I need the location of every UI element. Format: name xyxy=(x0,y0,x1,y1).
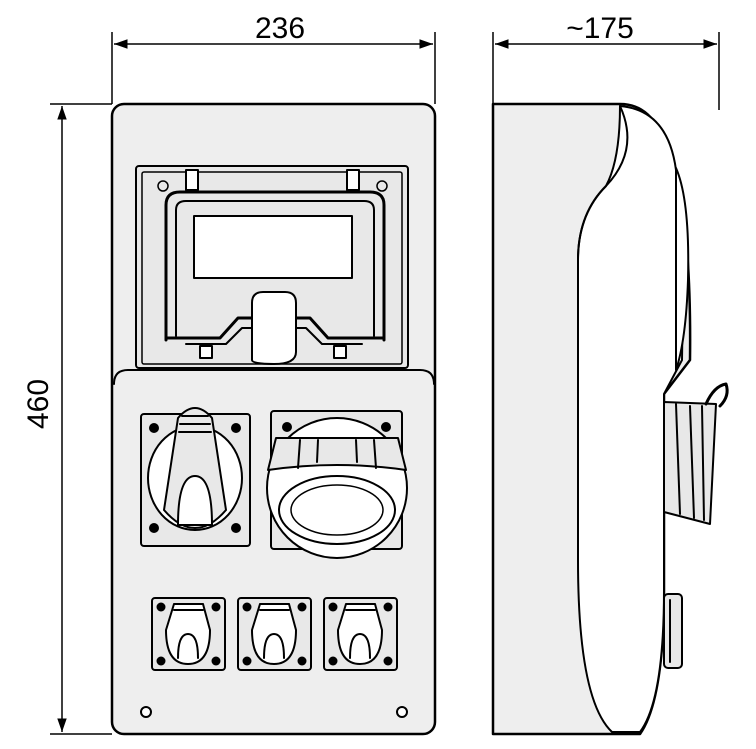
industrial-socket-right xyxy=(266,410,408,559)
height-dimension: 460 xyxy=(22,103,112,735)
height-label: 460 xyxy=(22,379,55,429)
depth-dimension: ~175 xyxy=(492,12,720,110)
industrial-socket-left xyxy=(140,407,251,547)
slot-left xyxy=(199,345,213,359)
socket-right-face-inner xyxy=(290,484,384,536)
side-socket-ribs xyxy=(675,403,705,521)
screw-top-right xyxy=(376,180,388,192)
depth-label: ~175 xyxy=(566,12,634,45)
screw-top-left xyxy=(157,180,169,192)
schuko-socket-2 xyxy=(237,597,312,671)
lid-latch xyxy=(251,291,297,365)
schuko-socket-1 xyxy=(151,597,226,671)
screw xyxy=(149,423,159,433)
screw xyxy=(282,422,292,432)
schuko-socket-3 xyxy=(323,597,398,671)
screw xyxy=(381,422,391,432)
screw xyxy=(231,523,241,533)
panel-divider xyxy=(113,369,435,385)
schuko-socket-row xyxy=(151,597,398,671)
side-schuko-lid xyxy=(663,593,683,669)
hinge-left xyxy=(185,169,199,191)
width-label: 236 xyxy=(255,12,305,45)
window-inner xyxy=(175,200,375,337)
side-lid xyxy=(675,167,690,371)
hinge-right xyxy=(346,169,360,191)
cover-hinge-slot xyxy=(177,475,213,526)
side-view xyxy=(491,102,729,736)
side-schuko-lid-body xyxy=(663,593,683,669)
rib-lines xyxy=(297,439,377,469)
cover-grip xyxy=(178,415,212,433)
side-curve xyxy=(577,105,629,261)
slot-right xyxy=(333,345,347,359)
side-industrial-socket xyxy=(663,382,729,525)
width-dimension: 236 xyxy=(111,12,436,104)
window-outer xyxy=(164,190,386,342)
socket-right-face xyxy=(278,475,396,545)
mounting-hole-right xyxy=(396,706,408,718)
breaker-compartment xyxy=(135,165,409,369)
breaker-window xyxy=(193,215,353,279)
screw xyxy=(149,523,159,533)
front-view xyxy=(110,102,437,736)
screw xyxy=(231,423,241,433)
mounting-hole-left xyxy=(140,706,152,718)
socket-right-top-ribs xyxy=(267,437,407,471)
side-socket-flap xyxy=(704,382,729,408)
